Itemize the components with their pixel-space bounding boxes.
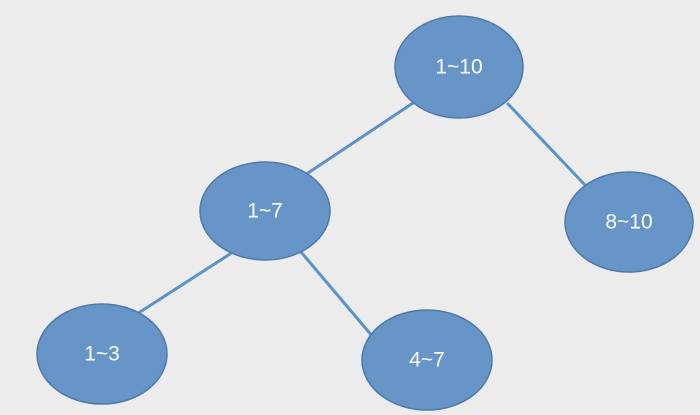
edge-root-left — [306, 101, 415, 175]
tree-node-left-right: 4~7 — [361, 309, 493, 411]
node-left-label: 1~7 — [247, 200, 283, 223]
edge-left-left-right — [299, 250, 375, 339]
node-left-left-shape — [36, 303, 168, 405]
tree-node-right: 8~10 — [564, 171, 694, 273]
tree-node-left: 1~7 — [199, 161, 331, 261]
tree-node-root: 1~10 — [394, 15, 524, 119]
edges — [138, 101, 587, 339]
node-right-shape — [564, 171, 694, 273]
edge-root-right — [506, 102, 587, 187]
tree-node-left-left: 1~3 — [36, 303, 168, 405]
node-root-label: 1~10 — [435, 56, 482, 79]
node-root-shape — [394, 15, 524, 119]
node-right-label: 8~10 — [605, 211, 652, 234]
node-left-shape — [199, 161, 331, 261]
node-left-right-label: 4~7 — [409, 349, 445, 372]
edge-left-left-left — [138, 252, 232, 314]
node-left-left-label: 1~3 — [84, 343, 120, 366]
node-left-right-shape — [361, 309, 493, 411]
